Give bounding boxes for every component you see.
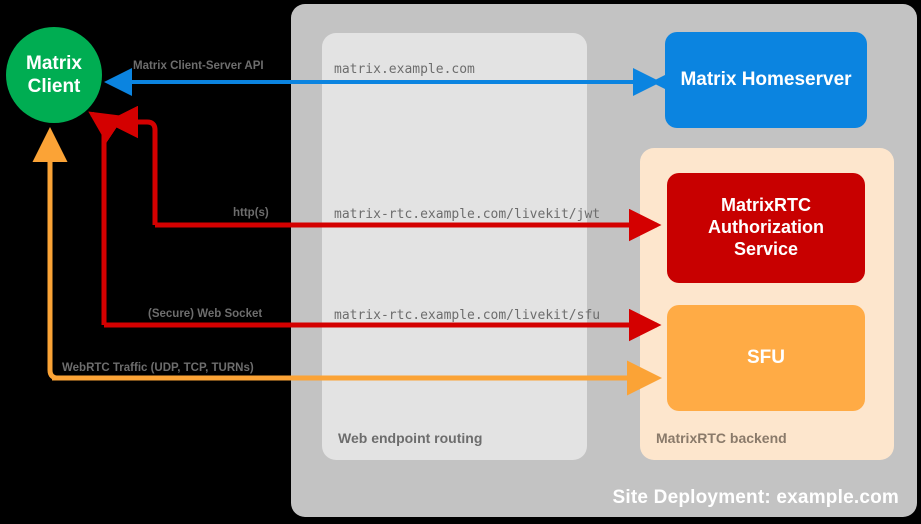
node-matrix-client-line2: Client: [27, 76, 81, 97]
endpoint-label-livekit-sfu: matrix-rtc.example.com/livekit/sfu: [334, 308, 601, 323]
site-deployment-label: Site Deployment: example.com: [612, 487, 899, 508]
node-matrixrtc-auth-line2: Authorization: [708, 217, 824, 238]
flow-label-secure-web-socket: (Secure) Web Socket: [148, 308, 263, 320]
node-matrix-homeserver-label: Matrix Homeserver: [680, 69, 852, 91]
node-matrixrtc-auth-line1: MatrixRTC: [720, 195, 811, 216]
node-matrixrtc-auth-line3: Service: [733, 238, 799, 259]
flow-label-http-s: http(s): [233, 207, 269, 219]
node-matrix-homeserver[interactable]: Matrix Homeserver: [665, 32, 867, 128]
group-matrixrtc-backend-label: MatrixRTC backend: [656, 430, 787, 446]
node-matrix-client[interactable]: Matrix Client: [6, 27, 102, 123]
flow-label-client-server-api: Matrix Client-Server API: [133, 60, 264, 72]
node-matrixrtc-auth[interactable]: MatrixRTC Authorization Service: [667, 173, 865, 283]
group-web-endpoint-routing: Web endpoint routing: [322, 33, 587, 460]
node-sfu[interactable]: SFU: [667, 305, 865, 411]
node-sfu-label: SFU: [747, 347, 785, 369]
endpoint-label-livekit-jwt: matrix-rtc.example.com/livekit/jwt: [334, 207, 601, 222]
endpoint-label-matrix-example-com: matrix.example.com: [334, 62, 475, 77]
flow-label-webrtc-traffic: WebRTC Traffic (UDP, TCP, TURNs): [62, 362, 254, 374]
group-web-endpoint-routing-label: Web endpoint routing: [338, 430, 483, 446]
node-matrix-client-line1: Matrix: [26, 52, 82, 74]
